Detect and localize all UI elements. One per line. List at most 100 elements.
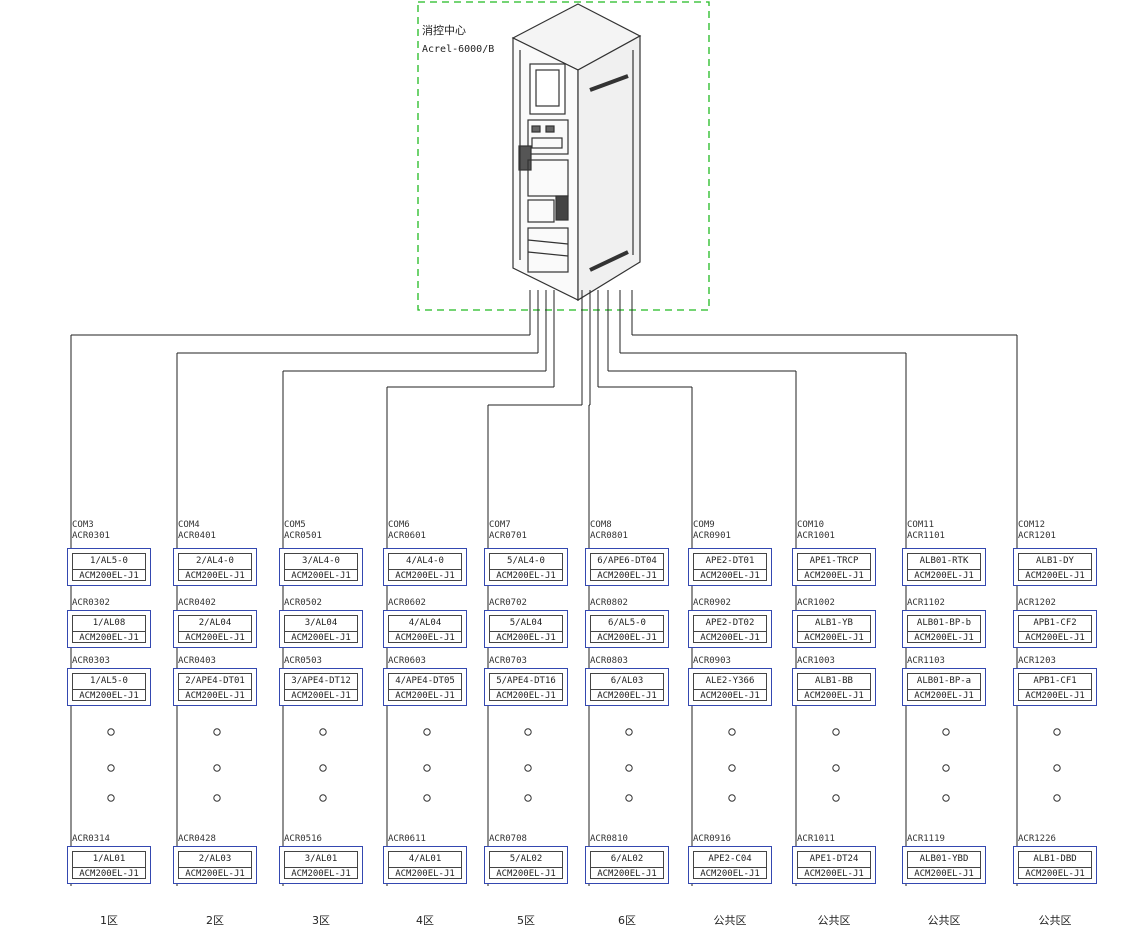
continuation-dot <box>1053 764 1061 772</box>
device-address-label: ACR0303 <box>72 656 110 666</box>
meter-loop-label: 1/AL5-0 <box>90 556 128 566</box>
meter-model-label: ACM200EL-J1 <box>285 689 357 702</box>
meter-loop-label: APE1-TRCP <box>809 556 859 566</box>
meter-model-label: ACM200EL-J1 <box>389 631 461 644</box>
com-port-label: COM6 <box>388 520 410 530</box>
device-address-label: ACR1119 <box>907 834 945 844</box>
device-address-label: ACR0901 <box>693 531 731 541</box>
meter-loop-label: ALE2-Y366 <box>705 676 755 686</box>
continuation-dot <box>728 728 736 736</box>
meter-model-label: ACM200EL-J1 <box>179 867 251 880</box>
area-label: 5区 <box>517 914 535 927</box>
continuation-dot <box>107 728 115 736</box>
device-address-label: ACR0802 <box>590 598 628 608</box>
meter-model-label: ACM200EL-J1 <box>73 631 145 644</box>
continuation-dot <box>625 764 633 772</box>
meter-model-label: ACM200EL-J1 <box>285 569 357 582</box>
area-label: 6区 <box>618 914 636 927</box>
meter-model-label: ACM200EL-J1 <box>908 867 980 880</box>
device-address-label: ACR1201 <box>1018 531 1056 541</box>
continuation-dot <box>213 728 221 736</box>
device-address-label: ACR0502 <box>284 598 322 608</box>
continuation-dot <box>423 794 431 802</box>
continuation-dot <box>319 728 327 736</box>
meter-loop-label: APE2-DT02 <box>705 618 755 628</box>
device-address-label: ACR0602 <box>388 598 426 608</box>
meter-device-box: APE1-TRCP ACM200EL-J1 <box>792 548 876 586</box>
meter-model-label: ACM200EL-J1 <box>591 631 663 644</box>
area-label: 1区 <box>100 914 118 927</box>
device-address-label: ACR0402 <box>178 598 216 608</box>
continuation-dot <box>942 764 950 772</box>
continuation-dot <box>832 794 840 802</box>
meter-model-label: ACM200EL-J1 <box>798 569 870 582</box>
continuation-dot <box>625 728 633 736</box>
meter-loop-label: APE1-DT24 <box>809 854 859 864</box>
meter-loop-label: ALB1-BB <box>815 676 853 686</box>
device-address-label: ACR0503 <box>284 656 322 666</box>
continuation-dot <box>524 728 532 736</box>
device-address-label: ACR0302 <box>72 598 110 608</box>
area-label: 2区 <box>206 914 224 927</box>
device-address-label: ACR0903 <box>693 656 731 666</box>
meter-loop-label: ALB01-YBD <box>919 854 969 864</box>
device-address-label: ACR0401 <box>178 531 216 541</box>
meter-loop-label: 2/APE4-DT01 <box>185 676 245 686</box>
meter-model-label: ACM200EL-J1 <box>285 867 357 880</box>
continuation-dot <box>1053 728 1061 736</box>
meter-loop-label: ALB1-YB <box>815 618 853 628</box>
meter-loop-label: ALB1-DBD <box>1033 854 1077 864</box>
meter-loop-label: 4/AL04 <box>408 618 442 628</box>
com-port-label: COM9 <box>693 520 715 530</box>
meter-loop-label: 3/APE4-DT12 <box>291 676 351 686</box>
meter-loop-label: APB1-CF1 <box>1033 676 1077 686</box>
meter-model-label: ACM200EL-J1 <box>179 631 251 644</box>
meter-model-label: ACM200EL-J1 <box>285 631 357 644</box>
device-address-label: ACR1203 <box>1018 656 1056 666</box>
meter-model-label: ACM200EL-J1 <box>908 631 980 644</box>
continuation-dot <box>942 728 950 736</box>
control-center-model: Acrel-6000/B <box>422 44 495 55</box>
meter-loop-label: 1/AL08 <box>92 618 126 628</box>
meter-model-label: ACM200EL-J1 <box>179 569 251 582</box>
meter-model-label: ACM200EL-J1 <box>591 689 663 702</box>
continuation-dot <box>213 764 221 772</box>
server-cabinet <box>511 3 642 302</box>
meter-model-label: ACM200EL-J1 <box>694 689 766 702</box>
device-address-label: ACR0428 <box>178 834 216 844</box>
continuation-dot <box>832 764 840 772</box>
device-address-label: ACR0611 <box>388 834 426 844</box>
